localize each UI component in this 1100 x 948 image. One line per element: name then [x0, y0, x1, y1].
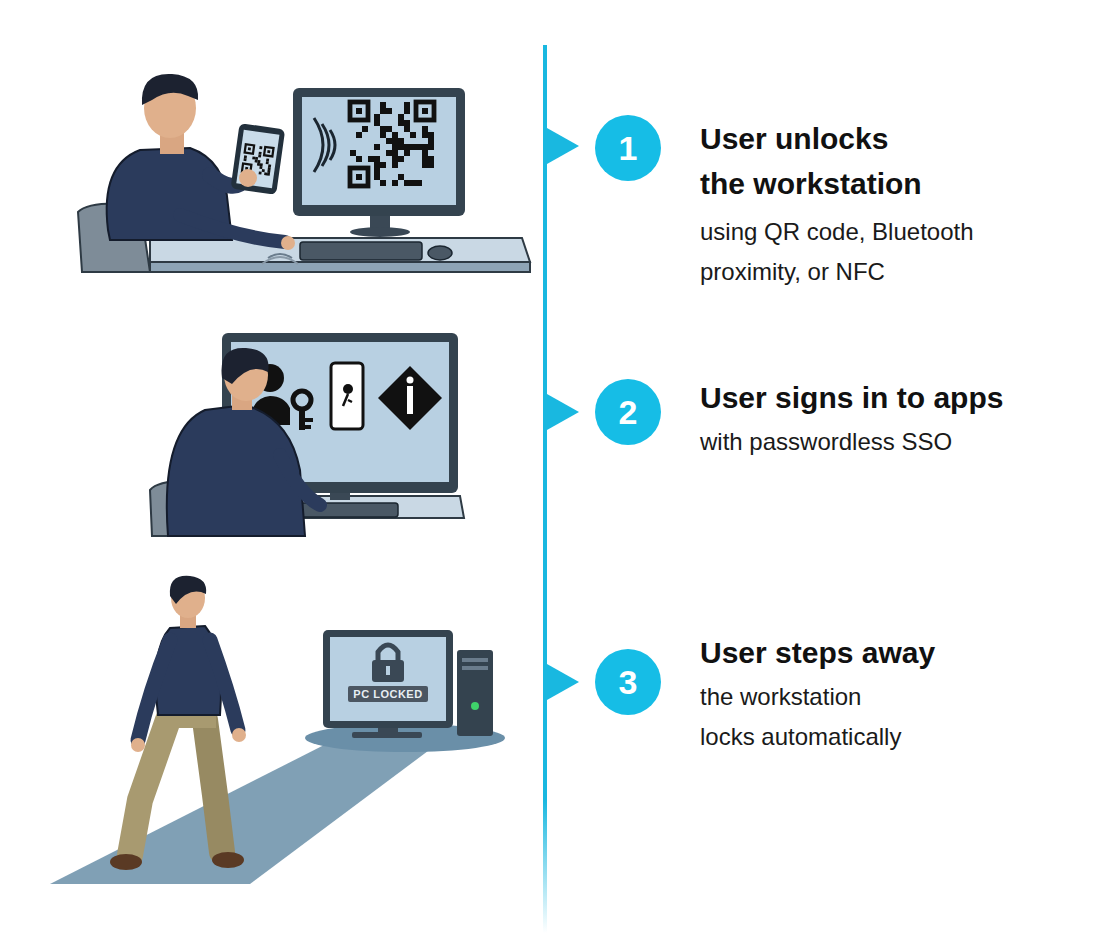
timeline-pointer: [547, 128, 579, 164]
step-description: with passwordless SSO: [700, 422, 1090, 462]
scene-unlock: [78, 74, 530, 272]
step-number: 3: [619, 665, 638, 699]
scene-sign-in: [150, 333, 464, 536]
timeline-line: [543, 45, 547, 933]
step-number-circle: 1: [595, 115, 661, 181]
screen-label: PC LOCKED: [348, 686, 427, 702]
step-heading: User steps away: [700, 630, 1090, 675]
step-description: using QR code, Bluetooth proximity, or N…: [700, 212, 1030, 292]
step-number: 2: [619, 395, 638, 429]
scene-step-away: [50, 576, 505, 884]
step-number-circle: 3: [595, 649, 661, 715]
step-description: the workstation locks automatically: [700, 677, 912, 757]
step-heading: User unlocks the workstation: [700, 116, 936, 206]
step-heading: User signs in to apps: [700, 375, 1090, 420]
timeline-pointer: [547, 394, 579, 430]
step-number: 1: [619, 131, 638, 165]
timeline-pointer: [547, 664, 579, 700]
step-number-circle: 2: [595, 379, 661, 445]
